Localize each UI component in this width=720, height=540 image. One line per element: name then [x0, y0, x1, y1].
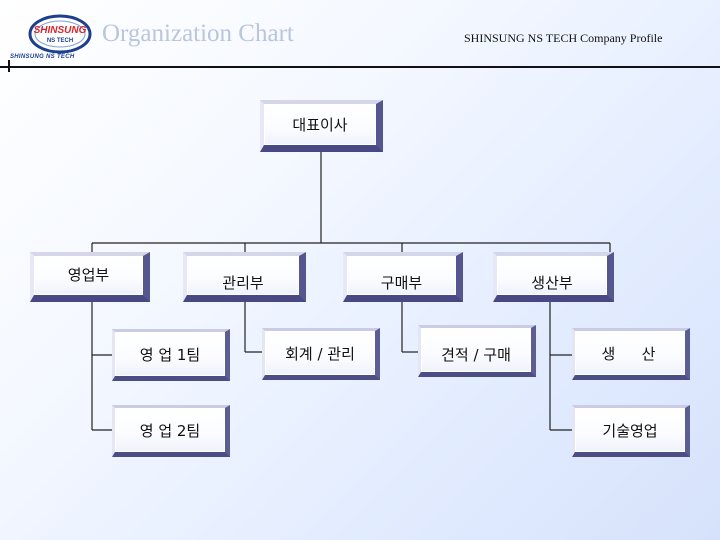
team-label: 생 산	[601, 344, 659, 363]
department-label: 관리부	[222, 274, 264, 292]
company-profile-label: SHINSUNG NS TECH Company Profile	[464, 31, 663, 45]
team-label: 영 업 2팀	[139, 421, 201, 440]
team-label: 기술영업	[602, 421, 658, 440]
team-accounting-admin: 회계 / 관리	[262, 328, 380, 380]
company-logo: SHINSUNG NS TECH	[28, 14, 92, 54]
logo-subtext: NS TECH	[47, 38, 73, 44]
department-admin: 관리부	[183, 252, 306, 302]
ceo-label: 대표이사	[292, 116, 348, 134]
department-label: 구매부	[380, 274, 423, 292]
team-sales-2: 영 업 2팀	[112, 405, 230, 457]
header-divider	[0, 66, 720, 68]
header-tick	[8, 60, 10, 72]
team-label: 영 업 1팀	[139, 345, 201, 364]
page-title: Organization Chart	[102, 20, 294, 47]
team-sales-1: 영 업 1팀	[112, 329, 230, 381]
logo-text: SHINSUNG	[34, 25, 87, 36]
department-label: 영업부	[67, 266, 110, 284]
department-purchasing: 구매부	[343, 252, 463, 302]
department-label: 생산부	[531, 274, 573, 292]
ceo-box: 대표이사	[260, 100, 383, 152]
logo-caption: SHINSUNG NS TECH	[10, 54, 75, 60]
department-production: 생산부	[493, 252, 614, 302]
team-technical-sales: 기술영업	[572, 405, 690, 457]
department-sales: 영업부	[30, 252, 150, 302]
team-estimation-purchasing: 견적 / 구매	[418, 325, 536, 377]
team-label: 회계 / 관리	[285, 344, 355, 363]
team-production: 생 산	[572, 328, 690, 380]
team-label: 견적 / 구매	[441, 346, 511, 364]
